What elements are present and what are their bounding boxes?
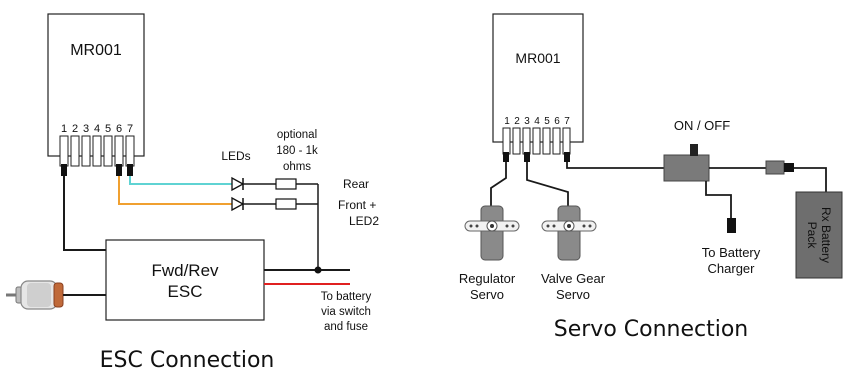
resistor-note-line: 180 - 1k [276,145,318,157]
rx-battery-pack [795,191,843,279]
servo-pin-label: 7 [564,116,570,127]
esc-connector-plug [127,164,133,176]
servo-pin-label: 1 [504,116,510,127]
esc-pin-label: 1 [61,123,67,135]
rear-led-wire [129,176,232,185]
servo-mr001-module [492,13,584,143]
regulator-servo-wire [490,162,507,208]
battery-pack-label: Pack [805,222,819,250]
regulator-servo-icon [464,205,520,261]
charger-label: To Battery [702,245,761,260]
front-label: Front + [338,198,376,212]
esc-pin-label: 6 [116,123,122,135]
esc-pin-label: 4 [94,123,100,135]
junction-dot [314,266,322,274]
servo-module-title: MR001 [515,50,560,66]
esc-mr001-module [47,13,145,157]
regulator-label: Regulator [459,271,516,286]
servo-connector-plug [564,152,570,162]
esc-label: Fwd/Rev [151,261,219,280]
rear-label: Rear [343,177,369,191]
esc-connector-plug [61,164,67,176]
esc-pin-labels: 1 2 3 4 5 6 7 [61,123,133,135]
resistor-note-line: ohms [283,161,311,173]
servo-connection-diagram: MR001 1 2 3 4 5 6 7 [459,13,843,342]
servo-pin-label: 5 [544,116,550,127]
servo-pin-label: 6 [554,116,560,127]
esc-label: ESC [168,282,203,301]
battery-note-line: via switch [321,306,371,318]
on-off-switch-icon [663,144,710,182]
resistor-icon [275,198,297,210]
motor-icon [6,280,64,310]
battery-connector-plug [784,163,794,172]
switch-label: ON / OFF [674,118,730,133]
servo-pin-label: 2 [514,116,520,127]
valve-gear-servo-icon [541,205,597,261]
esc-pin-label: 7 [127,123,133,135]
power-wire [566,162,664,169]
esc-connector-plug [116,164,122,176]
leds-label: LEDs [221,149,250,163]
servo-pin-labels: 1 2 3 4 5 6 7 [504,116,570,127]
valve-label: Valve Gear [541,271,606,286]
front-led-wire [118,176,232,205]
led-diode-icon [231,176,245,192]
esc-module-title: MR001 [70,42,122,59]
esc-pin-label: 3 [83,123,89,135]
esc-caption: ESC Connection [100,348,275,372]
esc-signal-wire [63,176,106,251]
led-diode-icon [231,196,245,212]
battery-connector [765,160,785,175]
battery-pack-label: Rx Battery [819,207,833,263]
servo-pin-label: 3 [524,116,530,127]
esc-connection-diagram: MR001 1 2 3 4 5 6 7 [6,13,379,372]
valve-servo-wire [526,162,569,208]
front-label: LED2 [349,214,379,228]
battery-note-line: and fuse [324,321,368,333]
charger-wire [705,181,732,218]
servo-connector-plug [524,152,530,162]
resistor-icon [275,178,297,190]
fwd-rev-esc-box [105,239,265,321]
servo-pin-header [502,127,571,155]
servo-pin-label: 4 [534,116,540,127]
esc-pin-label: 5 [105,123,111,135]
servo-connector-plug [503,152,509,162]
charger-label: Charger [708,261,756,276]
charger-plug [727,218,736,233]
regulator-label: Servo [470,287,504,302]
esc-pin-header [59,135,135,167]
resistor-note-line: optional [277,129,317,141]
valve-label: Servo [556,287,590,302]
esc-pin-label: 2 [72,123,78,135]
battery-note-line: To battery [321,291,372,303]
servo-caption: Servo Connection [554,317,749,342]
